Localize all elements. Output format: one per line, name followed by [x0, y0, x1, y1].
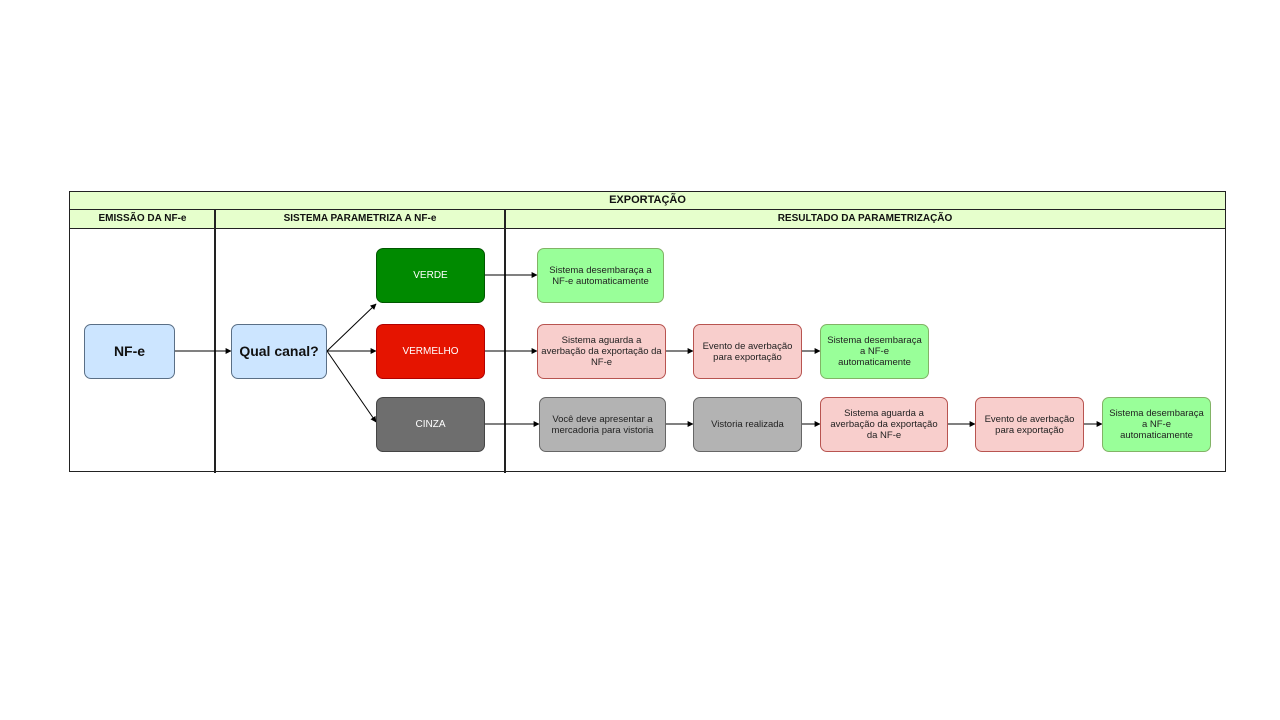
- cinza-step-evento: Evento de averbação para exportação: [975, 397, 1084, 452]
- channel-verde: VERDE: [376, 248, 485, 303]
- swimlane-diagram: EXPORTAÇÃO EMISSÃO DA NF-e SISTEMA PARAM…: [69, 191, 1226, 473]
- arrow-decision-to-verde: [326, 303, 377, 352]
- verde-step-desembaraca: Sistema desembaraça a NF-e automaticamen…: [537, 248, 664, 303]
- diagram-title: EXPORTAÇÃO: [70, 192, 1225, 210]
- cinza-step-desembaraca: Sistema desembaraça a NF-e automaticamen…: [1102, 397, 1211, 452]
- vermelho-step-evento: Evento de averbação para exportação: [693, 324, 802, 379]
- lane-header-emissao: EMISSÃO DA NF-e: [70, 210, 215, 229]
- arrow-decision-to-cinza: [326, 350, 377, 423]
- start-node-nfe: NF-e: [84, 324, 175, 379]
- channel-cinza: CINZA: [376, 397, 485, 452]
- cinza-step-vistoria: Vistoria realizada: [693, 397, 802, 452]
- vermelho-step-desembaraca: Sistema desembaraça a NF-e automaticamen…: [820, 324, 929, 379]
- vermelho-step-aguarda: Sistema aguarda a averbação da exportaçã…: [537, 324, 666, 379]
- channel-vermelho: VERMELHO: [376, 324, 485, 379]
- decision-node-qual-canal: Qual canal?: [231, 324, 327, 379]
- lane-header-sistema: SISTEMA PARAMETRIZA A NF-e: [215, 210, 505, 229]
- cinza-step-aguarda: Sistema aguarda a averbação da exportaçã…: [820, 397, 948, 452]
- cinza-step-apresentar: Você deve apresentar a mercadoria para v…: [539, 397, 666, 452]
- lane-divider-1: [214, 210, 216, 473]
- lane-header-resultado: RESULTADO DA PARAMETRIZAÇÃO: [505, 210, 1225, 229]
- lane-divider-2: [504, 210, 506, 473]
